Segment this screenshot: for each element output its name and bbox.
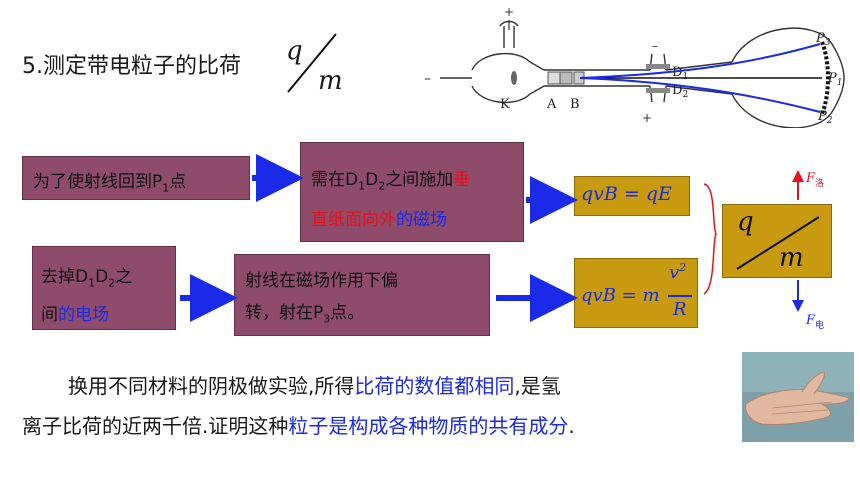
box1-sub: 1 [162,181,170,195]
result-denominator: m [779,243,804,273]
conclusion-line-1: 换用不同材料的阴极做实验,所得比荷的数值都相同,是氢 [68,374,561,398]
cathode-k-label: K [500,97,510,112]
equation-force-balance: qvB = qE [574,176,690,216]
box4-line1: 射线在磁场作用下偏 [245,271,398,291]
lorentz-force-label: F洛 [805,171,824,189]
minus-mid-label: – [652,39,658,53]
plate-d1-label: D1 [672,65,688,82]
plate-d2-label: D2 [672,83,688,100]
plus-bottom-label: + [642,111,652,125]
step-box-add-magnetic-field: 需在D1D2之间施加垂 直纸面向外的磁场 [300,142,524,242]
equation-circular-motion: qvB = m v2 R [574,258,698,328]
box2-line1: 需在D1D2之间施加垂 [311,170,471,193]
box2-line2: 直纸面向外的磁场 [311,210,447,231]
p2-label: P2 [817,109,833,126]
fraction-denominator: m [318,66,343,96]
slide-title: 5.测定带电粒子的比荷 [22,54,241,79]
eq2-numerator: v2 [669,261,687,283]
anode-b-label: B [570,97,580,112]
fraction-slash [287,33,337,93]
left-hand-rule-photo [742,352,854,442]
minus-left-label: – [424,71,431,87]
box3-line1: 去掉D1D2之 [41,267,133,290]
title-fraction: q m [278,26,348,100]
p1-label: P1 [827,71,842,88]
brace [703,183,717,295]
eq2-denominator: R [673,299,687,320]
eq2-lhs: qvB = m [581,285,660,306]
step-box-deflect-to-p3: 射线在磁场作用下偏 转，射在P3点。 [234,254,490,336]
p3-label: P3 [815,31,831,48]
result-numerator: q [737,207,754,237]
plus-top-label: + [504,5,514,19]
fraction-numerator: q [286,36,303,66]
box3-line2: 间的电场 [41,305,109,326]
eq2-fraction-bar [668,295,692,297]
conclusion-line-2: 离子比荷的近两千倍.证明这种粒子是构成各种物质的共有成分. [22,414,575,438]
cathode-ray-tube-diagram: + – – + K A B D1 D2 P3 P1 P2 [424,5,845,128]
anode-a-label: A [546,97,557,112]
box1-text: 为了使射线回到P [33,172,163,192]
box1-text-end: 点 [169,172,187,192]
electric-force-label: F电 [805,313,824,331]
box4-line2: 转，射在P3点。 [245,303,365,326]
result-charge-mass-ratio: q m [722,204,832,278]
result-slash [736,216,820,270]
step-box-return-to-p1: 为了使射线回到P1点 [22,156,250,200]
step-box-remove-electric-field: 去掉D1D2之 间的电场 [32,246,176,330]
